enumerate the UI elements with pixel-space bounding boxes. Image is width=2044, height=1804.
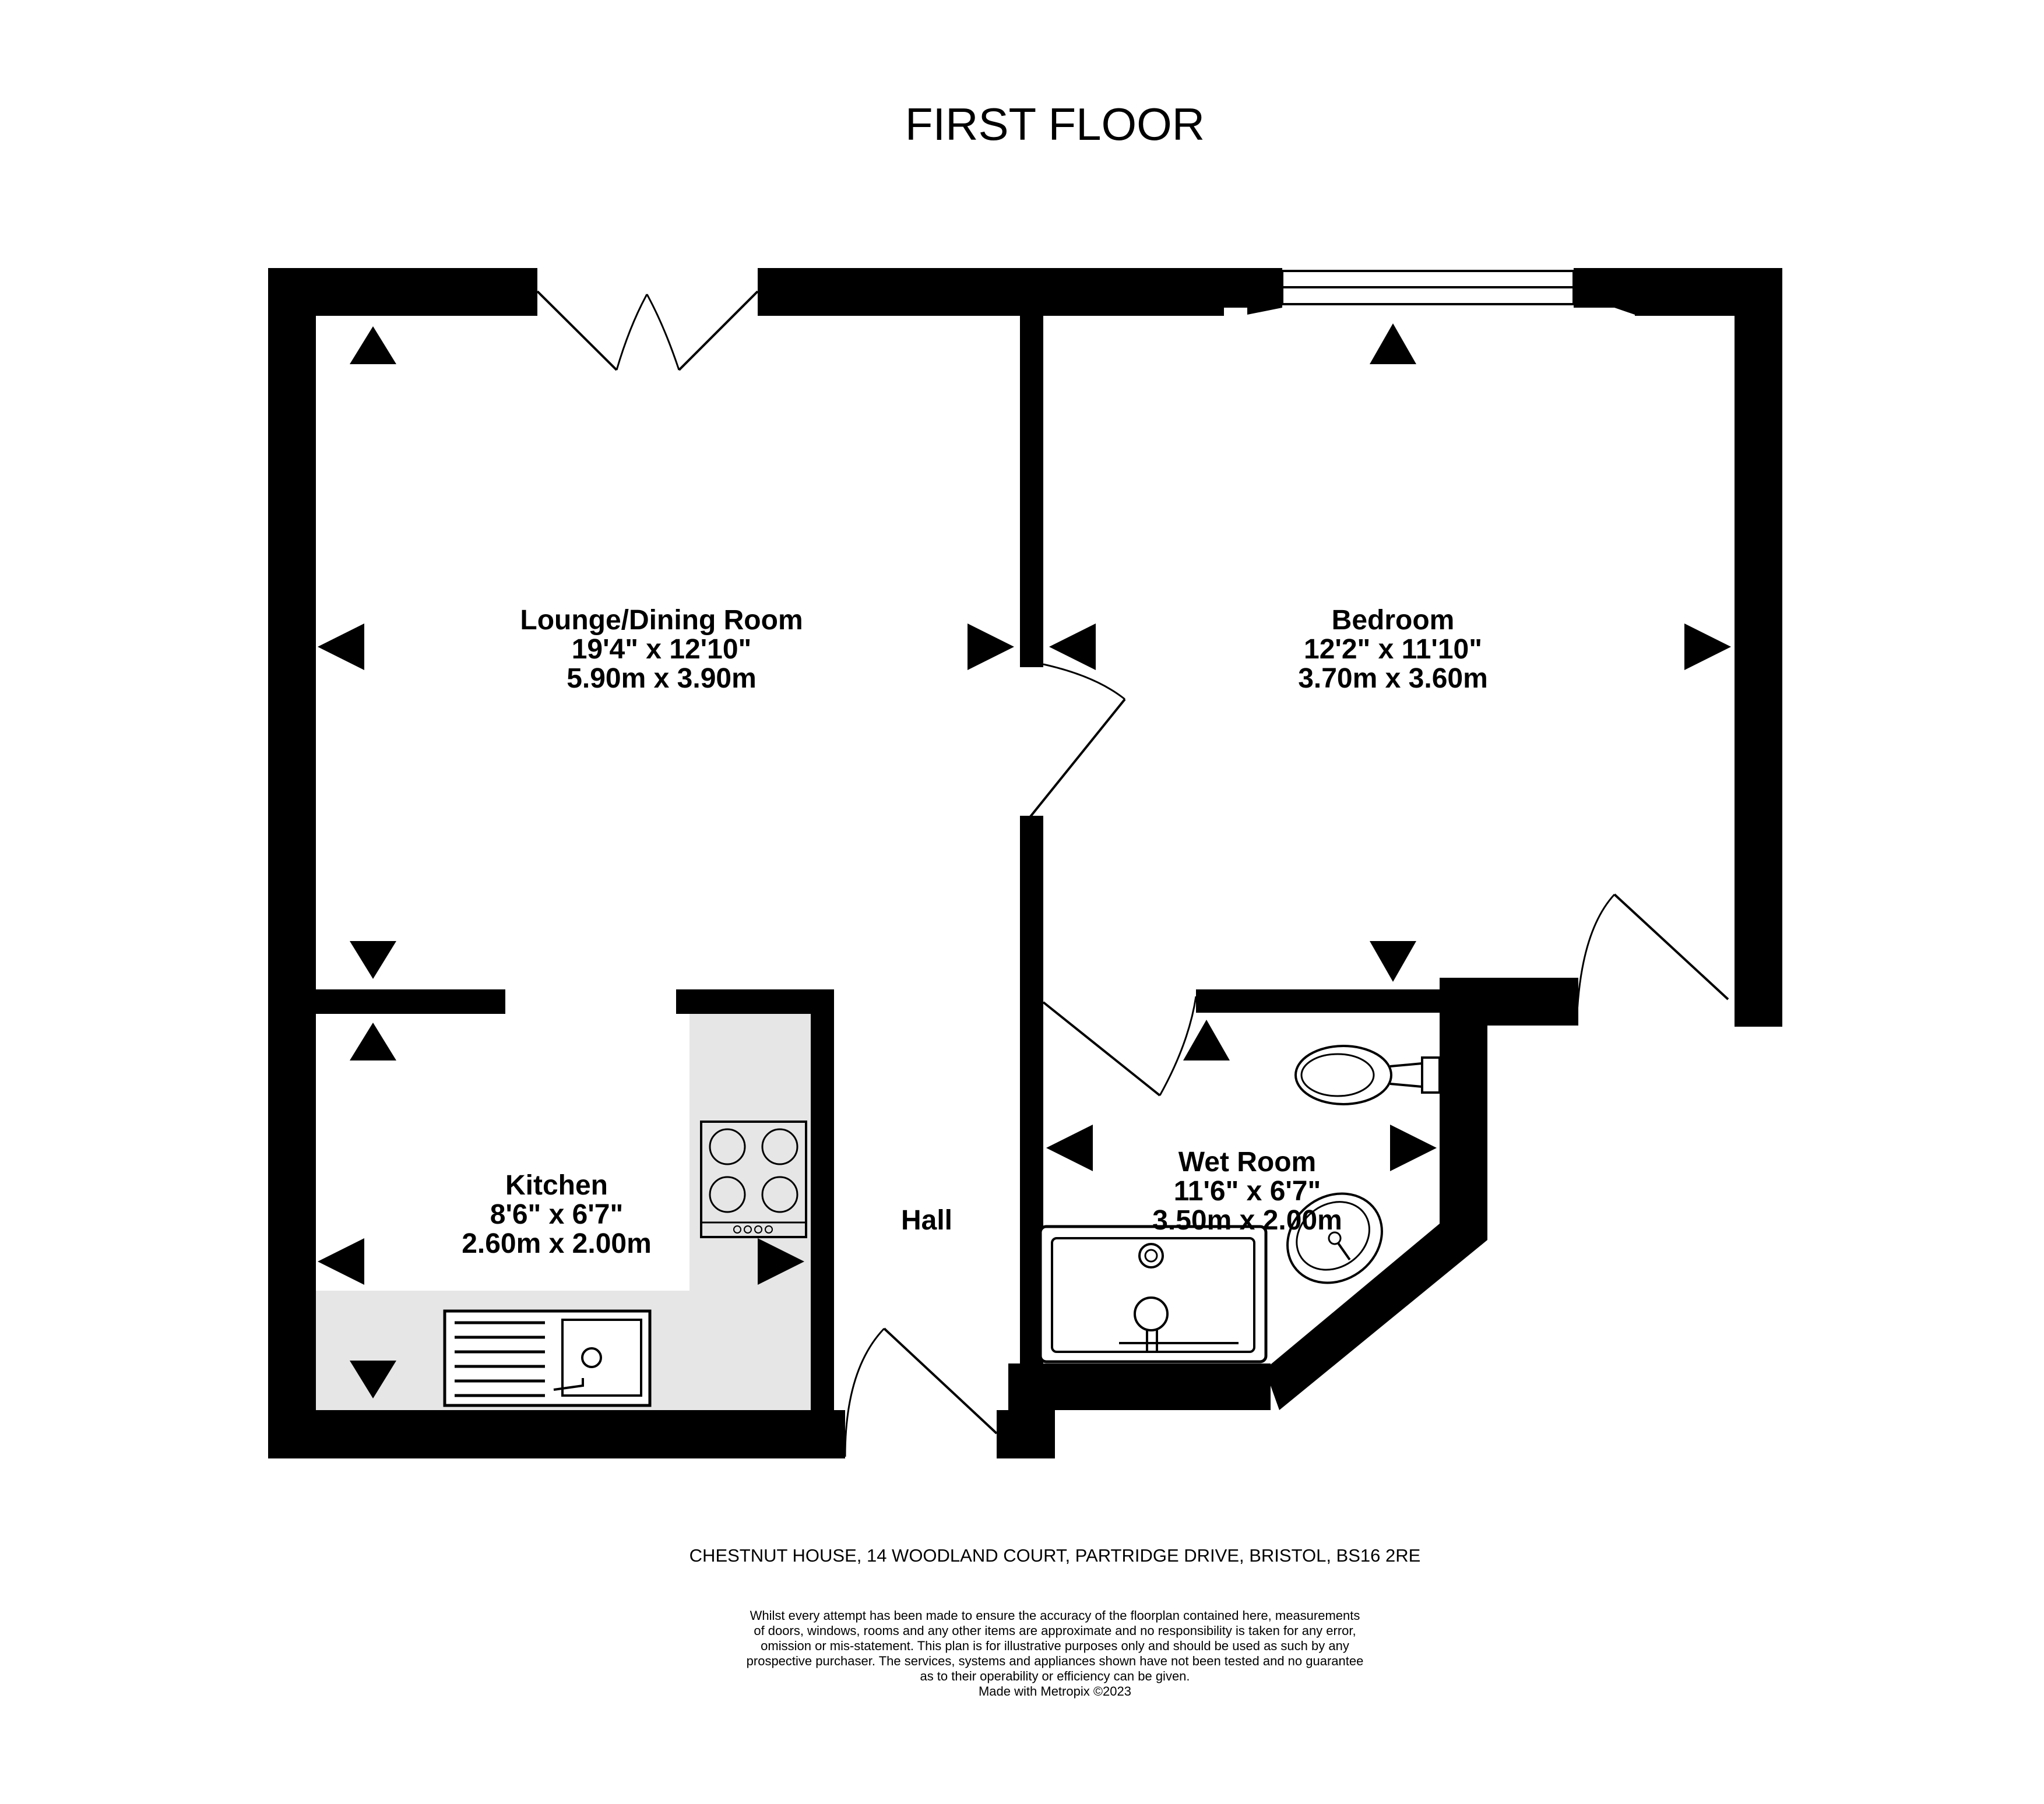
shower-tray-icon [1039,1225,1268,1363]
svg-text:of doors, windows, rooms and a: of doors, windows, rooms and any other i… [754,1623,1356,1638]
french-doors-icon [536,290,759,371]
svg-text:prospective purchaser. The ser: prospective purchaser. The services, sys… [747,1654,1364,1668]
room-label-lounge: Lounge/Dining Room 19'4" x 12'10" 5.90m … [520,605,803,694]
svg-text:Whilst every attempt has been: Whilst every attempt has been made to en… [750,1608,1360,1623]
room-label-bedroom: Bedroom 12'2" x 11'10" 3.70m x 3.60m [1298,605,1488,694]
svg-text:3.70m x 3.60m: 3.70m x 3.60m [1298,663,1488,694]
room-label-hall: Hall [901,1205,952,1236]
floor-title: FIRST FLOOR [905,98,1205,150]
svg-text:omission or mis-statement. Thi: omission or mis-statement. This plan is … [761,1639,1349,1653]
basin-icon [1286,1192,1383,1284]
room-label-wet-room: Wet Room 11'6" x 6'7" 3.50m x 2.00m [1152,1147,1342,1236]
svg-text:Wet Room: Wet Room [1178,1147,1316,1178]
svg-text:12'2" x 11'10": 12'2" x 11'10" [1304,634,1482,665]
svg-text:11'6" x 6'7": 11'6" x 6'7" [1174,1176,1321,1207]
doors [844,663,1729,1457]
svg-text:Lounge/Dining Room: Lounge/Dining Room [520,605,803,636]
disclaimer: Whilst every attempt has been made to en… [747,1608,1364,1699]
room-label-kitchen: Kitchen 8'6" x 6'7" 2.60m x 2.00m [462,1170,652,1259]
sink-icon [443,1309,652,1407]
svg-text:Bedroom: Bedroom [1332,605,1455,636]
window-icon [1281,270,1575,305]
svg-text:as to their operability or eff: as to their operability or efficiency ca… [920,1669,1190,1683]
svg-text:8'6" x 6'7": 8'6" x 6'7" [490,1199,624,1230]
svg-text:2.60m x 2.00m: 2.60m x 2.00m [462,1228,652,1259]
hob-icon [700,1121,807,1238]
walls [268,268,1782,1458]
property-address: CHESTNUT HOUSE, 14 WOODLAND COURT, PARTR… [689,1545,1421,1566]
svg-text:3.50m x 2.00m: 3.50m x 2.00m [1152,1205,1342,1236]
svg-text:Kitchen: Kitchen [505,1170,608,1201]
dimension-arrow-icon [318,323,1731,1398]
svg-text:19'4" x 12'10": 19'4" x 12'10" [572,634,752,665]
svg-text:5.90m x 3.90m: 5.90m x 3.90m [567,663,757,694]
svg-text:Made with Metropix ©2023: Made with Metropix ©2023 [979,1684,1131,1699]
toilet-icon [1294,1045,1441,1105]
